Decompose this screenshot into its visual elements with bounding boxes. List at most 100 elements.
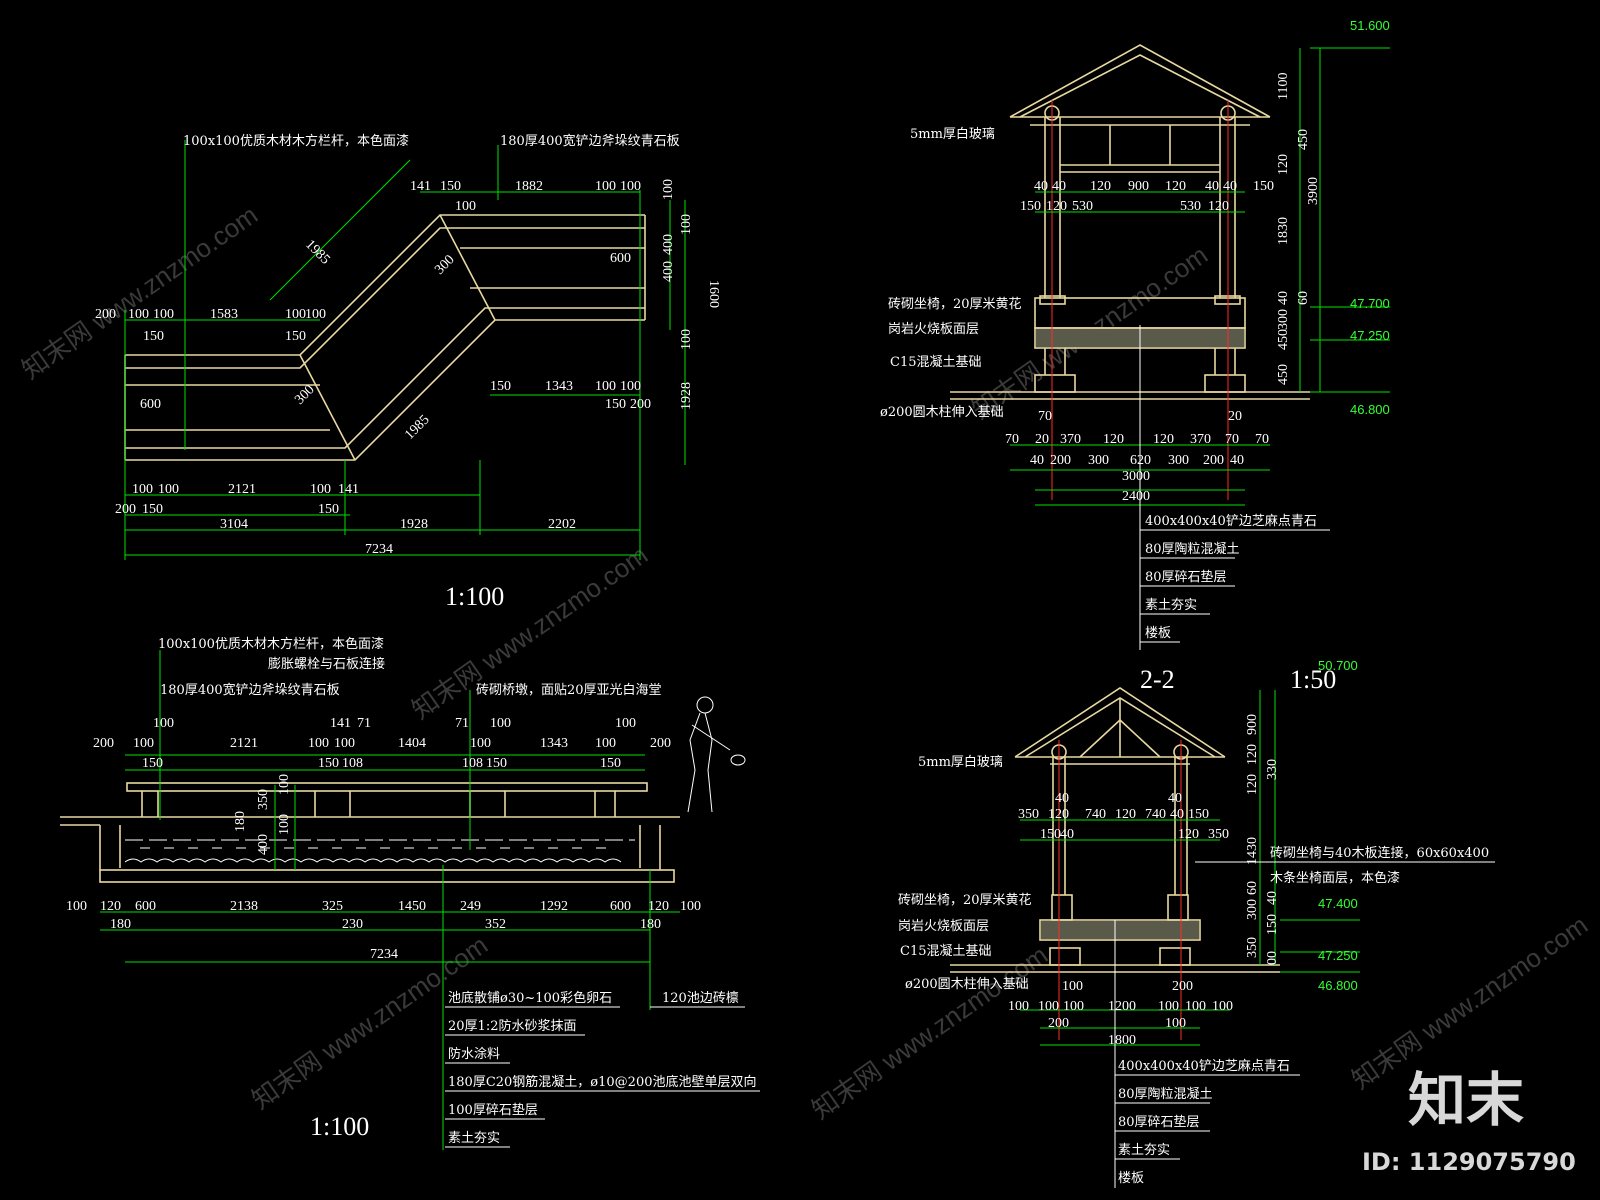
section-dim-label: 108: [462, 756, 483, 771]
plan-dim-label: 100: [661, 179, 676, 200]
plan-dim-label: 100: [128, 307, 149, 322]
section-bottom-dims: 100 120 600 2138 325 1450 249 1292 600 1…: [66, 899, 701, 962]
pavilion1-column-note: ø200圆木柱伸入基础: [880, 405, 1004, 420]
pavilion2-dim-label: 150: [1265, 914, 1280, 935]
section-dim-label: 100: [277, 774, 292, 795]
plan-dim-label: 200: [630, 397, 651, 412]
pavilion2-bench-note-2: 木条坐椅面层，本色漆: [1270, 870, 1400, 886]
pavilion1-dim-label: 70: [1005, 432, 1019, 447]
section-dim-label: 2121: [230, 736, 258, 751]
pavilion1-dim-label: 300: [1276, 309, 1291, 330]
plan-dim-label: 150: [143, 329, 164, 344]
pavilion1-dim-label: 200: [1050, 453, 1071, 468]
plan-dim-label: 100: [620, 179, 641, 194]
section-dim-label: 230: [342, 917, 363, 932]
section-dim-label: 120: [100, 899, 121, 914]
section-dim-total: 7234: [370, 947, 398, 962]
pavilion1-concrete-note: C15混凝土基础: [890, 354, 982, 370]
section-top-dims: 200 100 100 2121 141 71 100 100 1404 71 …: [93, 716, 671, 771]
pavilion2-layer: 楼板: [1118, 1171, 1144, 1186]
plan-dim-label: 150: [285, 329, 306, 344]
pavilion2-dim-label: 300: [1245, 899, 1260, 920]
pavilion1-dim-label: 70: [1225, 432, 1239, 447]
section-dim-label: 249: [460, 899, 481, 914]
pavilion2-dim-label: 1200: [1108, 999, 1136, 1014]
pavilion2-right-dims: 900 120 120 330 1430 300 60 40 150 350 0…: [1245, 714, 1280, 965]
section-dim-label: 71: [357, 716, 371, 731]
pavilion1-dim-label: 40: [1223, 179, 1237, 194]
pavilion1-row-dims: 40 40 120 900 120 40 40 150 150 120 530 …: [1020, 179, 1274, 214]
plan-dim-label: 1343: [545, 379, 573, 394]
pavilion1-dim-label: 40: [1230, 453, 1244, 468]
plan-dim-label: 3104: [220, 517, 248, 532]
section-dim-label: 180: [640, 917, 661, 932]
section-railing-note: 100x100优质木材木方栏杆，本色面漆: [158, 636, 384, 652]
pavilion1-axes: [1051, 100, 1229, 500]
pavilion2-axes: [1058, 740, 1182, 1040]
pavilion1-bottom-dims: 70 20 70 20 370 120 120 370 70 70 40 200…: [1005, 409, 1269, 504]
pavilion1-dim-label: 450: [1276, 329, 1291, 350]
section-pier-note: 砖砌桥墩，面贴20厚亚光白海堂: [476, 682, 662, 698]
pavilion2-dim-label: 330: [1265, 759, 1280, 780]
pavilion2-granite-note: 岗岩火烧板面层: [898, 919, 989, 934]
pavilion2-dim-label: 200: [1048, 1016, 1069, 1031]
pavilion2-dim-label: 120: [1115, 807, 1136, 822]
section-dim-label: 100: [680, 899, 701, 914]
pavilion1-dim-label: 530: [1072, 199, 1093, 214]
pavilion2-dim-label: 740: [1085, 807, 1106, 822]
pavilion1-elev-2: 47.250: [1350, 328, 1390, 343]
plan-dim-label: 100: [132, 482, 153, 497]
pavilion2-dim-label: 40: [1265, 891, 1280, 905]
plan-dim-label: 100: [595, 179, 616, 194]
pavilion2-dim-label: 1800: [1108, 1033, 1136, 1048]
section-layer: 防水涂料: [448, 1046, 500, 1062]
plan-dim-label: 100: [620, 379, 641, 394]
section-dim-label: 1450: [398, 899, 426, 914]
section-dim-label: 100: [470, 736, 491, 751]
section-dim-label: 400: [256, 834, 271, 855]
brand-logo: 知末: [1408, 1066, 1524, 1134]
pavilion1-elev-3: 46.800: [1350, 402, 1390, 417]
pavilion1-seat-note: 砖砌坐椅，20厚米黄花: [888, 296, 1022, 312]
pavilion1-layer: 80厚碎石垫层: [1145, 569, 1227, 585]
plan-dim-label: 141: [410, 179, 431, 194]
section-dim-label: 350: [256, 789, 271, 810]
plan-dim-label: 100: [679, 214, 694, 235]
section-dim-label: 150: [600, 756, 621, 771]
pavilion2-dim-label: 60: [1245, 881, 1260, 895]
plan-dim-label: 150: [605, 397, 626, 412]
pavilion2-row-dims: 40 40 350 120 740 120 740 40 150 150 40 …: [1018, 791, 1229, 842]
pavilion2-dim-label: 1430: [1245, 837, 1260, 865]
pavilion1-granite-note: 岗岩火烧板面层: [888, 322, 979, 337]
section-dim-label: 100: [308, 736, 329, 751]
pavilion2-dim-label: 350: [1018, 807, 1039, 822]
section-dim-label: 200: [93, 736, 114, 751]
pavilion1-right-dims: 1100 450 120 3900 1830 300 40 60 450 450: [1276, 73, 1321, 385]
plan-dim-label: 100: [310, 482, 331, 497]
pavilion1-dim-label: 40: [1034, 179, 1048, 194]
section-dim-label: 150: [486, 756, 507, 771]
pavilion2-layer: 80厚陶粒混凝土: [1118, 1086, 1213, 1102]
section-dim-label: 100: [277, 814, 292, 835]
section-dim-label: 108: [342, 756, 363, 771]
watermark-text: 知末网 www.znzmo.com: [16, 200, 263, 385]
pavilion1-dim-label: 120: [1046, 199, 1067, 214]
plan-dim-label: 1583: [210, 307, 238, 322]
pavilion2-elev-top: 50.700: [1318, 658, 1358, 673]
plan-dim-total: 7234: [365, 542, 393, 557]
pavilion2-dim-label: 100: [1008, 999, 1029, 1014]
section-dim-label: 100: [334, 736, 355, 751]
section-bolt-note: 膨胀螺栓与石板连接: [268, 656, 385, 672]
pavilion2-elev-1: 47.400: [1318, 896, 1358, 911]
pavilion1-dim-label: 1830: [1276, 217, 1291, 245]
pavilion2-column-note: ø200圆木柱伸入基础: [905, 977, 1029, 992]
plan-dim-label: 150: [318, 502, 339, 517]
plan-dim-label: 2202: [548, 517, 576, 532]
pavilion2-layer: 400x400x40铲边芝麻点青石: [1118, 1058, 1290, 1074]
pavilion2-elev-3: 46.800: [1318, 978, 1358, 993]
plan-dim-label: 150: [490, 379, 511, 394]
plan-dim-label: 200: [115, 502, 136, 517]
person-figure: [687, 696, 746, 813]
plan-dim-label: 100: [153, 307, 174, 322]
